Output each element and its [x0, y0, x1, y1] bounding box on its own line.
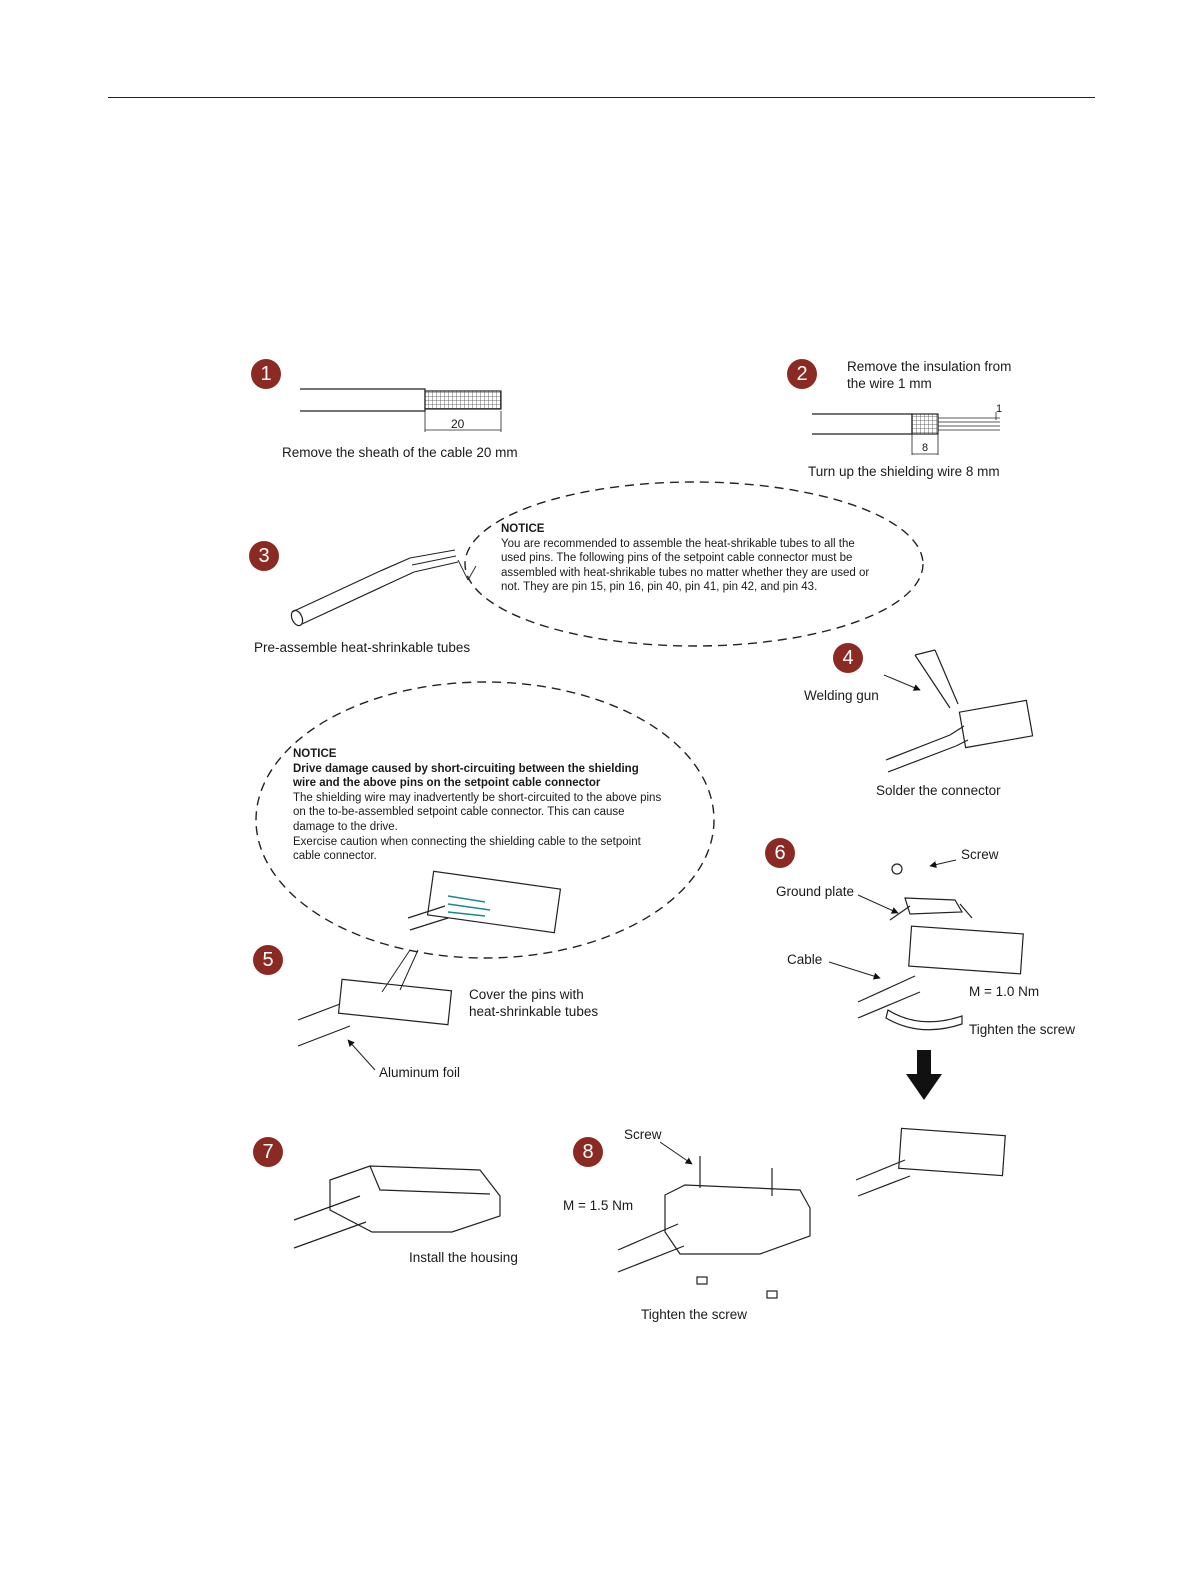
step4-welding-gun-label: Welding gun	[804, 688, 879, 703]
step8-caption: Tighten the screw	[641, 1307, 748, 1322]
step-badge-8: 8	[573, 1137, 603, 1167]
notice-2-heading: wire and the above pins on the setpoint …	[293, 777, 601, 790]
step2-dim-8: 8	[922, 442, 929, 454]
step1-cable-drawing	[300, 388, 502, 432]
step6-torque-label: M = 1.0 Nm	[969, 984, 1040, 999]
notice-2-line: damage to the drive.	[293, 820, 398, 833]
step6-screw-label: Screw	[961, 847, 999, 862]
step3-caption: Pre-assemble heat-shrinkable tubes	[254, 640, 471, 655]
step2-caption-top-1: Remove the insulation from	[847, 359, 1012, 374]
step-badge-7: 7	[253, 1137, 283, 1167]
notice-2-line: on the to-be-assembled setpoint cable co…	[293, 806, 625, 819]
step6-ground-plate-drawing	[828, 859, 1024, 1031]
step2-dim-1: 1	[996, 403, 1003, 415]
down-arrow	[906, 1050, 942, 1100]
step4-solder-drawing	[883, 649, 1034, 773]
notice-2-connector-drawing	[407, 870, 562, 934]
step5-connector-drawing	[297, 978, 453, 1071]
notice-2: NOTICE Drive damage caused by short-circ…	[293, 747, 661, 864]
step1-caption: Remove the sheath of the cable 20 mm	[282, 445, 518, 460]
header-rule	[108, 97, 1095, 98]
step-badge-3: 3	[249, 541, 279, 571]
step6-caption: Tighten the screw	[969, 1022, 1076, 1037]
notice-2-line: cable connector.	[293, 850, 377, 863]
notice-1-line: not. They are pin 15, pin 16, pin 40, pi…	[501, 581, 818, 594]
notice-1-line: assembled with heat-shrikable tubes no m…	[501, 566, 870, 579]
notice-2-bubble	[255, 681, 715, 959]
step-badge-4: 4	[833, 643, 863, 673]
step-badge-6: 6	[765, 838, 795, 868]
step7-housing-drawing	[293, 1165, 501, 1249]
step2-caption-top-2: the wire 1 mm	[847, 376, 932, 391]
notice-1-line: You are recommended to assemble the heat…	[501, 537, 855, 550]
step2-cable-drawing	[812, 412, 1000, 455]
step6-ground-plate-label: Ground plate	[776, 884, 855, 899]
step-badge-5: 5	[253, 945, 283, 975]
notice-2-line: The shielding wire may inadvertently be …	[293, 791, 662, 804]
notice-2-line: Exercise caution when connecting the shi…	[293, 835, 641, 848]
step-badge-2: 2	[787, 359, 817, 389]
step5-cover-label-1: Cover the pins with	[469, 987, 584, 1002]
step5-cover-label-2: heat-shrinkable tubes	[469, 1004, 599, 1019]
notice-1-line: used pins. The following pins of the set…	[501, 552, 853, 565]
step-badge-1: 1	[251, 359, 281, 389]
step1-dim-label: 20	[451, 417, 465, 431]
step8-screw-label: Screw	[624, 1127, 662, 1142]
step3-cable-drawing	[290, 549, 477, 627]
step4-caption: Solder the connector	[876, 783, 1001, 798]
step2-caption: Turn up the shielding wire 8 mm	[808, 464, 1000, 479]
step5-foil-label: Aluminum foil	[379, 1065, 461, 1080]
notice-1: NOTICE You are recommended to assemble t…	[501, 522, 869, 595]
step6-cable-label: Cable	[787, 952, 823, 967]
step8-housing-drawing	[617, 1141, 811, 1299]
notice-2-title: NOTICE	[293, 748, 337, 760]
notice-2-heading: Drive damage caused by short-circuiting …	[293, 762, 639, 775]
notice-1-bubble	[464, 481, 924, 647]
step6-result-drawing	[855, 1127, 1006, 1197]
notice-1-title: NOTICE	[501, 523, 545, 535]
step8-torque-label: M = 1.5 Nm	[563, 1198, 634, 1213]
step7-caption: Install the housing	[409, 1250, 518, 1265]
